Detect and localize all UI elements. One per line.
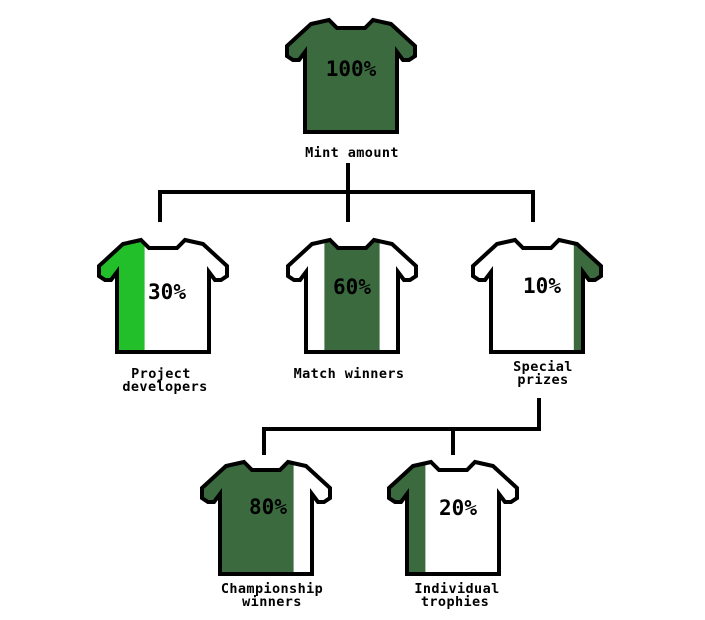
shirt-outline: [200, 459, 332, 576]
shirt-icon: [286, 237, 418, 354]
label-championship-winners-line1: Championship: [221, 581, 323, 597]
shirt-special-prizes: 10%: [471, 237, 603, 354]
percent-individual-trophies: 20%: [439, 496, 477, 520]
label-individual-trophies-line2: trophies: [421, 594, 489, 610]
shirt-root: 100%: [285, 17, 417, 134]
shirt-project-developers: 30%: [97, 237, 229, 354]
label-championship-winners-line2: winners: [242, 594, 302, 610]
connector-root-to-children: [158, 163, 535, 222]
percent-championship-winners: 80%: [249, 495, 287, 519]
shirt-icon: [387, 459, 519, 576]
label-mint-amount: Mint amount: [305, 145, 399, 161]
shirt-outline: [387, 459, 519, 576]
shirt-outline: [471, 237, 603, 354]
label-project-developers-line1: Project: [131, 366, 191, 382]
shirt-base: [473, 240, 601, 352]
connector-special-to-children: [262, 398, 541, 455]
shirt-icon: [471, 237, 603, 354]
shirt-icon: [285, 17, 417, 134]
shirt-championship-winners: 80%: [200, 459, 332, 576]
shirt-outline: [285, 17, 417, 134]
shirt-outline: [97, 237, 229, 354]
percent-match-winners: 60%: [333, 275, 371, 299]
shirt-icon: [200, 459, 332, 576]
label-match-winners: Match winners: [294, 366, 405, 382]
label-individual-trophies-line1: Individual: [414, 581, 499, 597]
shirt-fill-match: [324, 240, 380, 352]
label-special-prizes-line2: prizes: [517, 372, 568, 388]
percent-special-prizes: 10%: [523, 274, 561, 298]
shirt-fill-project: [99, 240, 145, 352]
percent-project-developers: 30%: [148, 280, 186, 304]
shirt-icon: [97, 237, 229, 354]
shirt-match-winners: 60%: [286, 237, 418, 354]
shirt-fill-root: [287, 20, 415, 132]
label-project-developers-line2: developers: [122, 379, 207, 395]
percent-root: 100%: [326, 57, 377, 81]
shirt-individual-trophies: 20%: [387, 459, 519, 576]
shirt-outline: [286, 237, 418, 354]
label-special-prizes-line1: Special: [513, 359, 573, 375]
